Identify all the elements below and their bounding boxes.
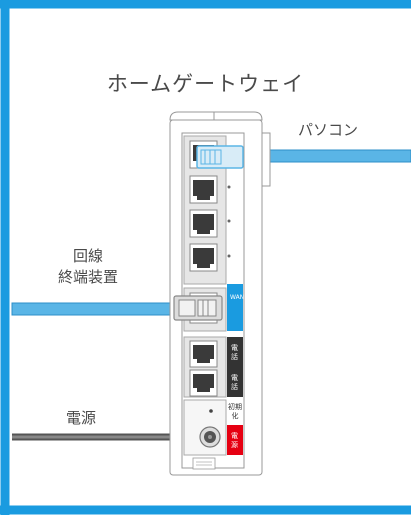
lan-port-3: [189, 209, 218, 238]
wan-label: WAN: [230, 294, 245, 301]
power-jack: [199, 426, 221, 448]
ont-label: 回線 終端装置: [48, 246, 128, 288]
ont-label-line2: 終端装置: [57, 268, 118, 286]
wan-plug: [173, 295, 223, 321]
tel-port-2: [189, 369, 218, 397]
home-gateway-device: [169, 111, 271, 476]
tel1-label: 電話: [231, 344, 238, 361]
reset-button: [209, 409, 213, 413]
reset-label: 初期 化: [228, 403, 242, 420]
tel-port-1: [189, 340, 218, 368]
diagram-title: ホームゲートウェイ: [106, 72, 305, 96]
lan-port-4: [189, 243, 218, 272]
tel2-label: 電話: [231, 374, 238, 391]
ont-cable: [11, 302, 178, 316]
reset-label-line1: 初期: [228, 403, 242, 411]
pc-label: パソコン: [298, 121, 359, 139]
ont-label-line1: 回線: [72, 247, 103, 265]
power-port-label: 電源: [231, 432, 238, 449]
reset-label-line2: 化: [231, 411, 239, 420]
lan-plug: [196, 145, 244, 169]
power-label: 電源: [66, 409, 97, 427]
lan-port-2: [189, 175, 218, 204]
